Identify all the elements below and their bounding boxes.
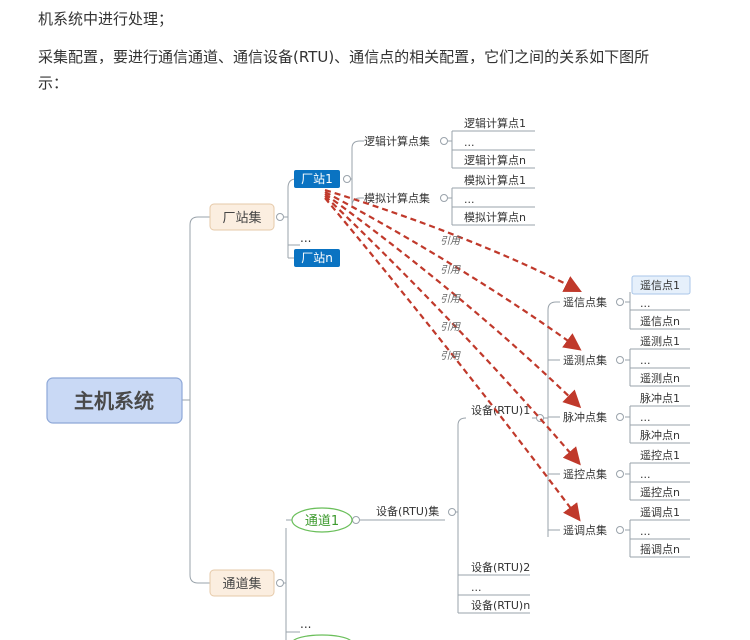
root-node-label: 主机系统: [74, 389, 154, 413]
station1-box: [294, 170, 340, 188]
device2-label: 设备(RTU)2: [471, 560, 530, 574]
logic-point-ellipsis: ...: [464, 136, 475, 149]
ref-label-3: 引用: [440, 321, 461, 333]
point-first-4: 遥调点1: [640, 506, 680, 519]
channel-ellipsis: ...: [300, 617, 311, 631]
ref-arrow-3: [324, 195, 581, 466]
device-set-label: 设备(RTU)集: [376, 504, 439, 518]
paragraph-intro-line1: 采集配置，要进行通信通道、通信设备(RTU)、通信点的相关配置，它们之间的关系如…: [38, 48, 650, 66]
analog-point-first: 模拟计算点1: [464, 173, 526, 187]
point-set-label-2: 脉冲点集: [563, 410, 607, 424]
analog-set-label: 模拟计算点集: [364, 191, 430, 205]
analog-point-last: 模拟计算点n: [464, 210, 526, 224]
stationn-box: [294, 249, 340, 267]
analog-point-ellipsis: ...: [464, 193, 475, 206]
station-set-box: [209, 203, 275, 231]
point-set-label-0: 遥信点集: [563, 295, 607, 309]
point-first-0: 遥信点1: [640, 279, 680, 292]
channel-set-box: [209, 569, 275, 597]
point-last-2: 脉冲点n: [640, 428, 680, 442]
point-last-4: 摇调点n: [640, 542, 680, 556]
point-set-label-4: 遥调点集: [563, 523, 607, 537]
point-first-1: 遥测点1: [640, 335, 680, 348]
point-first-highlight-0: [631, 275, 691, 295]
reference-arrows: [324, 188, 582, 522]
ref-label-4: 引用: [440, 350, 461, 362]
channel1-label: 通道1: [305, 514, 339, 529]
device1-label: 设备(RTU)1: [471, 403, 530, 417]
channel-set-label: 通道集: [222, 576, 261, 592]
point-ellipsis-1: ...: [640, 354, 651, 367]
channeln-ellipse-partial: [293, 634, 351, 640]
point-last-3: 遥控点n: [640, 485, 680, 499]
ref-label-0: 引用: [440, 235, 461, 247]
ref-label-1: 引用: [440, 264, 461, 276]
paragraph-tail: 机系统中进行处理；: [38, 10, 174, 28]
point-first-2: 脉冲点1: [640, 391, 680, 405]
root-node-box: [46, 377, 183, 424]
ref-label-2: 引用: [440, 293, 461, 305]
station-set-label: 厂站集: [222, 210, 261, 226]
device-ellipsis: ...: [471, 581, 482, 594]
point-last-1: 遥测点n: [640, 372, 680, 385]
paragraph-intro-line2: 示：: [38, 74, 69, 92]
logic-set-label: 逻辑计算点集: [364, 134, 430, 148]
point-ellipsis-0: ...: [640, 297, 651, 310]
station1-label: 厂站1: [301, 172, 333, 186]
station-ellipsis: ...: [300, 231, 311, 245]
point-last-0: 遥信点n: [640, 315, 680, 328]
point-set-label-1: 遥测点集: [563, 353, 607, 367]
point-set-label-3: 遥控点集: [563, 467, 607, 481]
ref-arrow-4: [324, 197, 581, 522]
stationn-label: 厂站n: [301, 251, 333, 265]
point-ellipsis-3: ...: [640, 468, 651, 481]
point-ellipsis-2: ...: [640, 411, 651, 424]
ref-arrow-0: [324, 188, 582, 292]
ref-arrow-1: [324, 191, 582, 351]
point-first-3: 遥控点1: [640, 448, 680, 462]
collapse-toggles: [276, 137, 624, 587]
channel1-ellipse: [291, 507, 353, 533]
devicen-label: 设备(RTU)n: [471, 598, 530, 612]
logic-point-last: 逻辑计算点n: [464, 153, 526, 167]
ref-arrow-2: [324, 193, 582, 409]
point-ellipsis-4: ...: [640, 525, 651, 538]
logic-point-first: 逻辑计算点1: [464, 116, 526, 130]
